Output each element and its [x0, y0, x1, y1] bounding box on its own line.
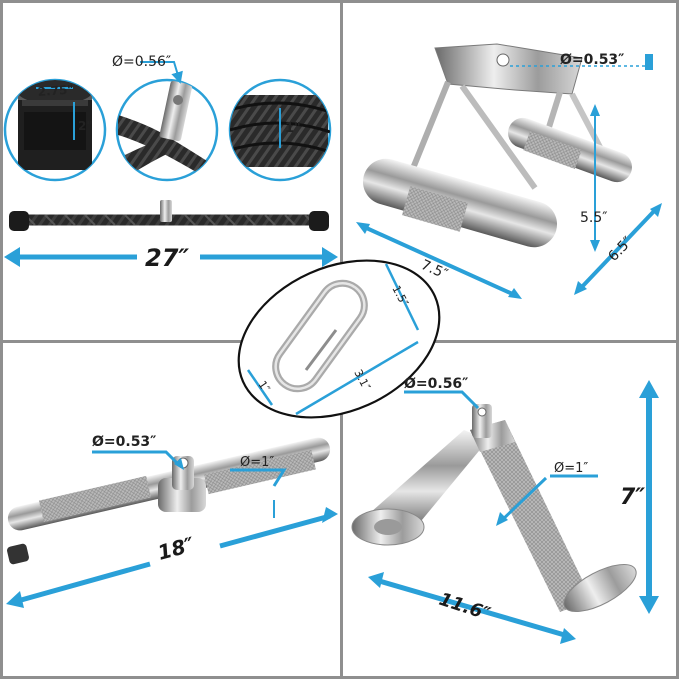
rope-cap-height-label: 2"	[78, 119, 93, 133]
rope-eye-diameter-label: Ø=0.56″	[112, 54, 171, 70]
v-bar-height-label: 7″	[620, 485, 645, 510]
v-bar-dimension-lines	[368, 380, 659, 644]
row-handle-hole-label: Ø=0.53″	[560, 52, 624, 68]
row-handle-image	[362, 43, 632, 248]
straight-bar-dimension-lines	[6, 450, 338, 608]
row-handle-height-label: 5.5″	[580, 210, 608, 226]
rope-length-label: 27″	[145, 244, 189, 272]
v-bar-eye-label: Ø=0.56″	[404, 376, 468, 392]
v-bar-image	[351, 404, 637, 612]
v-bar-diameter-label: Ø=1″	[554, 461, 588, 476]
rope-cap-dimension-lines	[36, 61, 281, 148]
straight-bar-image	[7, 437, 331, 565]
rope-diameter-label: 1"	[285, 121, 301, 136]
v-bar-length-label: 11.6″	[436, 589, 492, 625]
rope-length-arrow	[4, 247, 338, 267]
straight-bar-diameter-label: Ø=1″	[240, 455, 274, 470]
rope-cap-width-label: 2.75"	[37, 83, 74, 99]
tricep-rope-image	[9, 200, 329, 231]
row-handle-dimension-lines	[356, 54, 662, 299]
straight-bar-length-label: 18″	[155, 532, 197, 565]
straight-bar-eye-label: Ø=0.53″	[92, 434, 156, 450]
carabiner-callout	[237, 259, 441, 419]
